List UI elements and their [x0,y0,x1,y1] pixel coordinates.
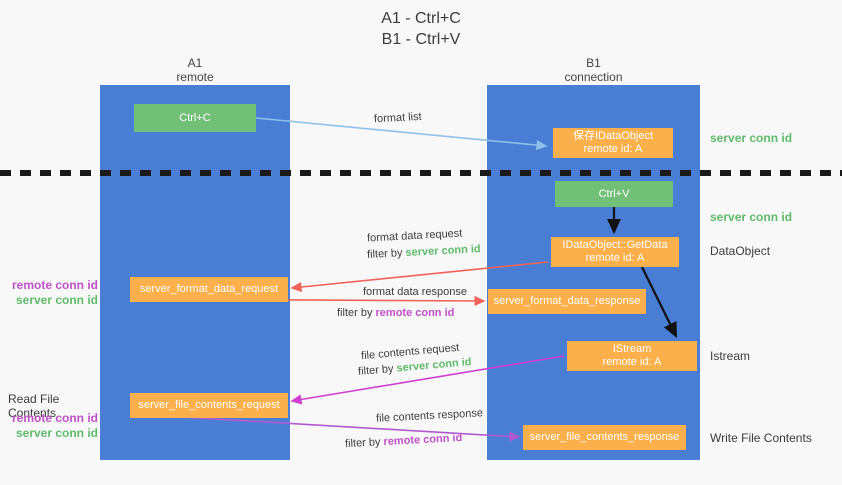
column-header-a1: A1 remote [176,56,214,84]
page-title: A1 - Ctrl+C B1 - Ctrl+V [381,10,461,48]
label-write-file-contents: Write File Contents [710,431,812,445]
label-left-conn-ids-1: remote conn id server conn id [8,278,98,308]
filter-prefix: filter by [344,436,384,451]
filter-value-remote-conn-id: remote conn id [375,307,455,319]
box-server-file-contents-response[interactable]: server_file_contents_response [523,425,686,450]
arrow-label-format-list: format list [373,110,422,126]
label-read-file-contents: Read File Contents [8,392,60,420]
box-server-format-data-request[interactable]: server_format_data_request [130,277,288,302]
label-remote-conn-id-1: remote conn id [11,278,98,292]
label-istream: Istream [710,349,751,363]
label-remote-conn-id-2: remote conn id [11,411,98,425]
label-server-conn-id-left-1: server conn id [15,293,98,307]
box-server-file-contents-request[interactable]: server_file_contents_request [130,393,288,418]
box-ctrl-v[interactable]: Ctrl+V [555,181,673,207]
arrow-label-format-data-response: format data response [363,286,467,298]
label-server-conn-id-top: server conn id [710,131,793,145]
filter-prefix: filter by [337,307,376,319]
box-ctrl-c[interactable]: Ctrl+C [134,104,256,132]
filter-prefix: filter by [357,362,398,378]
column-header-b1: B1 connection [564,56,623,84]
arrow-label-format-data-response-filter: filter by remote conn id [337,306,454,321]
label-server-conn-id-left-2: server conn id [15,426,98,440]
label-dataobject: DataObject [710,244,771,258]
box-istream[interactable]: IStream remote id: A [567,341,697,371]
label-left-conn-ids-2: remote conn id server conn id [8,411,98,441]
box-save-idataobject[interactable]: 保存IDataObject remote id: A [553,128,673,158]
arrow-label-file-contents-response-filter: filter by remote conn id [345,431,463,452]
box-server-format-data-response[interactable]: server_format_data_response [488,289,646,314]
filter-value-server-conn-id: server conn id [405,243,481,259]
filter-prefix: filter by [366,246,406,261]
label-server-conn-id-mid: server conn id [710,210,793,224]
box-idataobject-getdata[interactable]: IDataObject::GetData remote id: A [551,237,679,267]
filter-value-remote-conn-id: remote conn id [383,431,463,449]
arrow-label-file-contents-response: file contents response [375,407,484,425]
